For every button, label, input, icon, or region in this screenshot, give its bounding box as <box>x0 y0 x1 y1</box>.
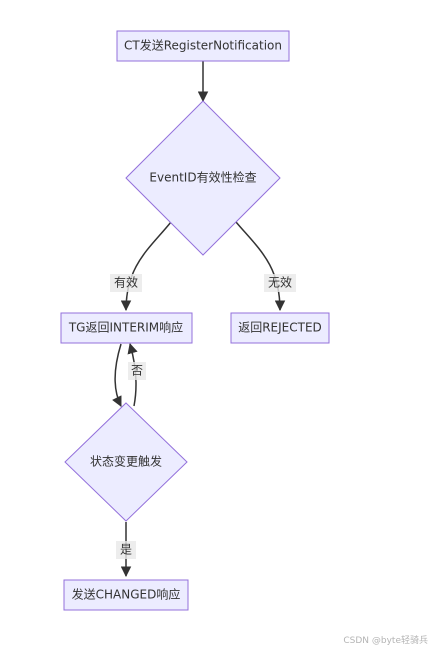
edge-check-to-interim <box>120 221 172 312</box>
node-return-rejected-label: 返回REJECTED <box>238 321 322 335</box>
edge-label-invalid-text: 无效 <box>268 275 292 290</box>
node-eventid-check-label: EventID有效性检查 <box>149 170 256 185</box>
node-ct-send-label: CT发送RegisterNotification <box>124 38 282 53</box>
edge-label-no-text: 否 <box>131 364 143 378</box>
node-return-rejected: 返回REJECTED <box>230 312 330 344</box>
edge-check-to-rejected <box>235 221 286 312</box>
edge-label-yes: 是 <box>116 541 136 559</box>
node-eventid-check: EventID有效性检查 <box>125 100 281 256</box>
edge-interim-to-state <box>112 343 122 407</box>
node-send-changed-label: 发送CHANGED响应 <box>72 587 181 602</box>
edge-label-valid-text: 有效 <box>114 275 138 290</box>
node-state-change: 状态变更触发 <box>64 402 188 522</box>
node-state-change-label: 状态变更触发 <box>90 454 162 469</box>
edge-label-invalid: 无效 <box>264 274 296 292</box>
watermark: CSDN @byte轻骑兵 <box>343 636 428 646</box>
edge-label-valid: 有效 <box>110 274 142 292</box>
edge-label-no: 否 <box>128 362 146 380</box>
node-ct-send: CT发送RegisterNotification <box>116 30 290 62</box>
node-tg-interim-label: TG返回INTERIM响应 <box>68 320 183 335</box>
node-tg-interim: TG返回INTERIM响应 <box>60 312 193 344</box>
edge-label-yes-text: 是 <box>120 543 132 557</box>
node-send-changed: 发送CHANGED响应 <box>63 579 189 611</box>
